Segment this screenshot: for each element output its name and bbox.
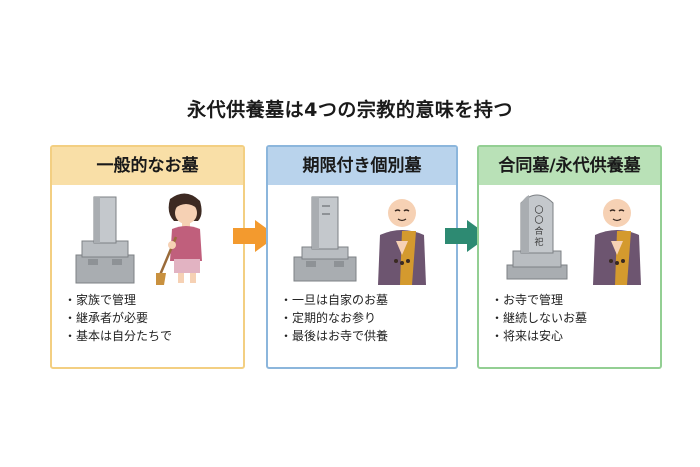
praying-monk-icon bbox=[593, 199, 641, 285]
list-item: ・継続しないお墓 bbox=[491, 311, 588, 325]
praying-monk-icon bbox=[378, 199, 426, 285]
list-item: ・定期的なお参り bbox=[280, 311, 377, 325]
list-item: ・継承者が必要 bbox=[64, 311, 149, 325]
card-header: 合同墓/永代供養墓 bbox=[479, 147, 660, 185]
stone-inscription: 祀 bbox=[534, 236, 543, 248]
gravestone-icon bbox=[293, 196, 357, 282]
list-item: ・一旦は自家のお墓 bbox=[280, 293, 389, 307]
stone-inscription: 〇 bbox=[534, 215, 543, 226]
stone-inscription: 合 bbox=[534, 225, 543, 237]
list-item: ・家族で管理 bbox=[64, 293, 137, 307]
memorial-stone-icon: 〇 〇 合 祀 bbox=[506, 194, 568, 280]
diagram-title: 永代供養墓は4つの宗教的意味を持つ bbox=[187, 99, 513, 121]
card-item-list: ・お寺で管理 ・継続しないお墓 ・将来は安心 bbox=[491, 291, 587, 345]
card-header: 一般的なお墓 bbox=[52, 147, 243, 185]
gravestone-icon bbox=[75, 196, 135, 284]
card-limited-individual-grave: 期限付き個別墓 ・一旦は自家のお墓 ・定期的なお参り ・ bbox=[266, 145, 458, 369]
list-item: ・基本は自分たちで bbox=[64, 329, 173, 343]
list-item: ・最後はお寺で供養 bbox=[280, 329, 389, 343]
card-item-list: ・一旦は自家のお墓 ・定期的なお参り ・最後はお寺で供養 bbox=[280, 291, 388, 345]
card-joint-perpetual-grave: 合同墓/永代供養墓 〇 〇 合 祀 ・お寺で管理 ・継続しないお墓 bbox=[477, 145, 662, 369]
list-item: ・お寺で管理 bbox=[491, 293, 564, 307]
list-item: ・将来は安心 bbox=[491, 329, 564, 343]
stone-inscription: 〇 bbox=[534, 205, 543, 216]
woman-sweeping-icon bbox=[156, 193, 202, 285]
card-item-list: ・家族で管理 ・継承者が必要 ・基本は自分たちで bbox=[64, 291, 172, 345]
card-ordinary-grave: 一般的なお墓 ・家族で管理 ・継承者が必要 ・基本は自分たちで bbox=[50, 145, 245, 369]
card-header: 期限付き個別墓 bbox=[268, 147, 456, 185]
